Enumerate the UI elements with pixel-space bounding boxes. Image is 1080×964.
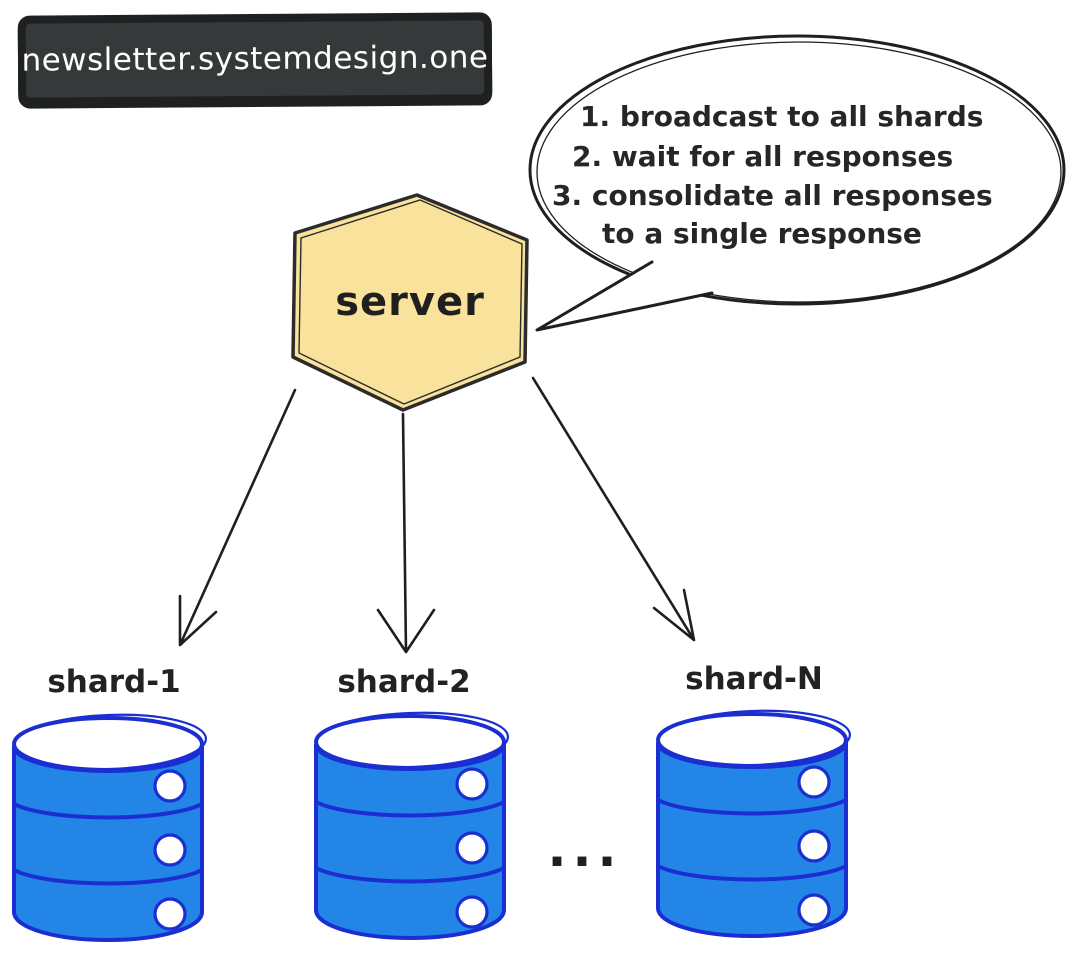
shard-n-label: shard-N [685,661,823,697]
shard-1-label: shard-1 [47,664,180,700]
database-cylinder-shard-n [655,705,853,938]
database-cylinder-shard-2 [313,707,511,940]
bubble-line-2: 2. wait for all responses [572,140,953,173]
arrow-to-shard-1 [178,388,297,647]
speech-bubble-sketch-line [536,41,1062,303]
speech-bubble-tail [535,260,714,332]
bubble-line-1: 1. broadcast to all shards [580,100,983,133]
bubble-line-3: 3. consolidate all responses [552,179,993,212]
bubble-line-4: to a single response [602,217,922,250]
database-cylinder-shard-1 [11,709,209,942]
arrow-to-shard-n [531,376,696,642]
arrow-to-shard-2 [376,412,436,654]
server-hexagon [291,193,529,412]
server-label: server [335,279,485,325]
shard-2-label: shard-2 [337,664,470,700]
speech-bubble-outline [528,34,1066,306]
server-hexagon-sketch-line [298,199,523,405]
server-node: server [291,193,529,412]
ellipsis: ... [548,820,623,878]
speech-bubble: 1. broadcast to all shards 2. wait for a… [528,34,1066,332]
